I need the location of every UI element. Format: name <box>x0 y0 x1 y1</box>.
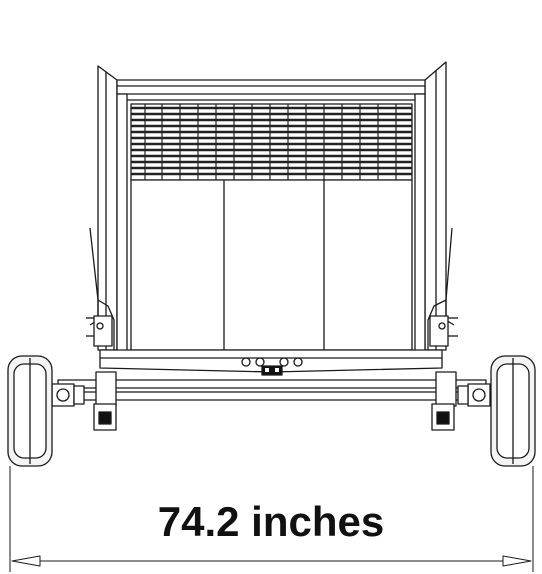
dimension-extension-lines <box>9 466 534 572</box>
left-wheel <box>7 355 53 467</box>
axle-assembly <box>51 371 491 431</box>
lower-panels <box>130 179 413 351</box>
mesh-screen <box>130 103 413 181</box>
dimension-line <box>11 555 532 567</box>
base-frame <box>99 349 443 376</box>
left-side-upright <box>86 65 118 351</box>
dimension-arrow-right-icon <box>502 555 532 567</box>
body-frame <box>116 79 426 353</box>
dimension-arrow-left-icon <box>11 555 41 567</box>
right-wheel <box>490 355 536 467</box>
dimension-label: 74.2 inches <box>157 498 385 545</box>
right-side-upright <box>424 61 458 351</box>
